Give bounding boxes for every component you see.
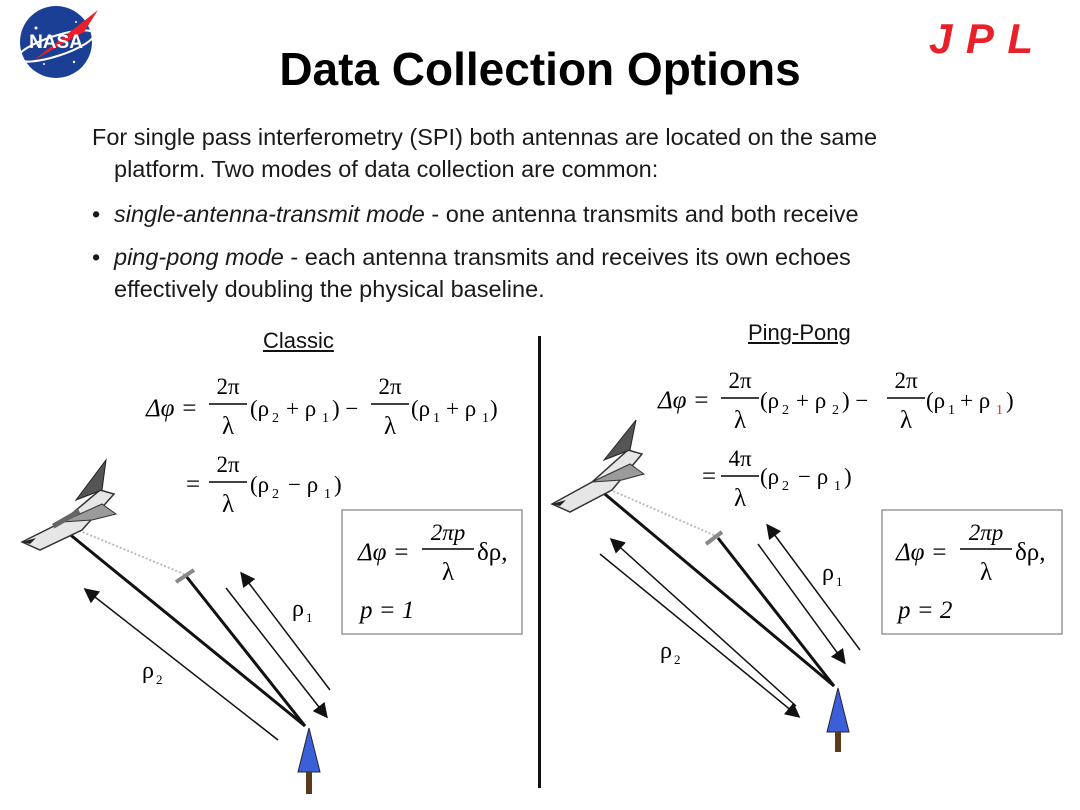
classic-rho2-label: ρ — [142, 658, 154, 684]
bullet-text: - each antenna transmits and receives it… — [283, 244, 851, 270]
svg-text:2: 2 — [272, 411, 279, 426]
svg-text:2: 2 — [782, 403, 789, 418]
svg-text:− ρ: − ρ — [288, 472, 318, 497]
svg-text:=: = — [702, 463, 716, 490]
classic-eq-two-pi-2: 2π — [378, 374, 402, 399]
svg-text:) −: ) − — [842, 388, 868, 413]
svg-text:2: 2 — [832, 403, 839, 418]
pingpong-heading: Ping-Pong — [748, 320, 851, 345]
svg-text:=: = — [186, 471, 200, 498]
page-title: Data Collection Options — [279, 43, 801, 95]
svg-text:(ρ: (ρ — [760, 388, 779, 413]
classic-box-p: p = 1 — [358, 597, 414, 624]
svg-text:): ) — [1006, 388, 1014, 413]
bullet-term: ping-pong mode — [114, 244, 284, 270]
classic-box-lhs: Δφ = — [357, 539, 410, 566]
pingpong-eq-lambda-2: λ — [900, 407, 912, 434]
svg-text:+ ρ: + ρ — [960, 388, 990, 413]
pingpong-shuttle-icon — [550, 419, 646, 513]
svg-text:1: 1 — [482, 411, 489, 426]
svg-text:1: 1 — [433, 411, 440, 426]
pingpong-antenna-icon — [826, 687, 850, 733]
bullet-item-2: • ping-pong mode - each antenna transmit… — [92, 241, 1042, 307]
svg-text:1: 1 — [948, 403, 955, 418]
classic-heading: Classic — [263, 328, 334, 353]
svg-text:): ) — [334, 472, 342, 497]
bullet-item-1: • single-antenna-transmit mode - one ant… — [92, 198, 1042, 232]
pingpong-eq-lhs: Δφ = — [657, 387, 710, 414]
bullet-dot: • — [92, 244, 101, 270]
svg-text:(ρ: (ρ — [250, 472, 269, 497]
pingpong-box-lambda: λ — [980, 559, 992, 586]
classic-eq-two-pi: 2π — [216, 374, 240, 399]
nasa-logo-text: NASA — [29, 32, 83, 53]
svg-text:+ ρ: + ρ — [286, 396, 316, 421]
pingpong-rho1-label: ρ — [822, 560, 834, 586]
svg-text:2: 2 — [674, 652, 681, 667]
svg-text:(ρ: (ρ — [411, 396, 430, 421]
svg-text:1: 1 — [836, 574, 843, 589]
svg-text:1: 1 — [324, 487, 331, 502]
svg-text:) −: ) − — [332, 396, 358, 421]
pingpong-box-p: p = 2 — [896, 597, 952, 624]
jpl-logo-text: JPL — [929, 18, 1033, 58]
classic-eq2-lambda: λ — [222, 491, 234, 518]
bullet-text-line-2: effectively doubling the physical baseli… — [114, 276, 545, 302]
svg-text:+ ρ: + ρ — [796, 388, 826, 413]
svg-text:): ) — [490, 396, 498, 421]
classic-eq2-two-pi: 2π — [216, 452, 240, 477]
svg-text:1: 1 — [834, 479, 841, 494]
classic-eq-lambda: λ — [222, 413, 234, 440]
svg-text:1: 1 — [996, 403, 1003, 418]
svg-text:): ) — [844, 464, 852, 489]
classic-rho1-label: ρ — [292, 596, 304, 622]
classic-shuttle-icon — [20, 458, 118, 551]
pingpong-eq-two-pi: 2π — [728, 368, 752, 393]
intro-line-1: For single pass interferometry (SPI) bot… — [92, 124, 878, 150]
classic-box-num: 2πp — [431, 520, 466, 545]
panel-divider — [538, 336, 541, 788]
pingpong-rho2-label: ρ — [660, 638, 672, 664]
classic-eq-lambda-2: λ — [384, 413, 396, 440]
svg-text:(ρ: (ρ — [760, 464, 779, 489]
svg-text:2: 2 — [782, 479, 789, 494]
intro-line-2: platform. Two modes of data collection a… — [114, 156, 659, 182]
svg-text:1: 1 — [322, 411, 329, 426]
classic-box-lambda: λ — [442, 559, 454, 586]
svg-text:(ρ: (ρ — [250, 396, 269, 421]
classic-eq-lhs: Δφ = — [145, 395, 198, 422]
pingpong-eq2-four-pi: 4π — [728, 446, 752, 471]
bullet-dot: • — [92, 201, 101, 227]
pingpong-eq-two-pi-2: 2π — [894, 368, 918, 393]
pingpong-box-lhs: Δφ = — [895, 539, 948, 566]
pingpong-box-num: 2πp — [969, 520, 1004, 545]
bullet-text: - one antenna transmits and both receive — [424, 201, 859, 227]
classic-box-rest: δρ, — [477, 539, 508, 566]
pingpong-eq2-lambda: λ — [734, 485, 746, 512]
pingpong-eq-lambda: λ — [734, 407, 746, 434]
svg-text:1: 1 — [306, 610, 313, 625]
pingpong-result-box — [881, 509, 1063, 635]
svg-text:+ ρ: + ρ — [446, 396, 476, 421]
svg-text:2: 2 — [272, 487, 279, 502]
svg-text:− ρ: − ρ — [798, 464, 828, 489]
classic-antenna-icon — [297, 727, 321, 773]
bullet-term: single-antenna-transmit mode — [114, 201, 425, 227]
classic-result-box — [341, 509, 523, 635]
intro-paragraph: For single pass interferometry (SPI) bot… — [92, 121, 1042, 185]
nasa-logo: NASA — [14, 2, 100, 80]
svg-text:2: 2 — [156, 672, 163, 687]
pingpong-box-rest: δρ, — [1015, 539, 1046, 566]
svg-text:(ρ: (ρ — [926, 388, 945, 413]
jpl-logo: JPL — [926, 15, 1036, 62]
